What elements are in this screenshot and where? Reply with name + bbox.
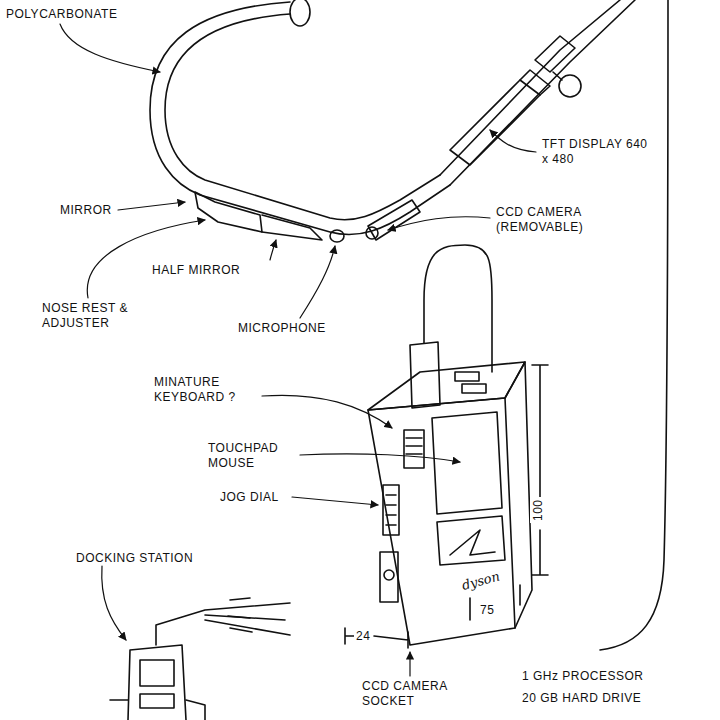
lens-half-mirror xyxy=(262,215,322,240)
dimension-label: 24 xyxy=(354,628,372,645)
jog-dial-lines xyxy=(386,495,396,525)
lens-mirror xyxy=(195,192,262,232)
part-label: 1 GHz PROCESSOR xyxy=(520,668,646,685)
touchpad-lines xyxy=(406,438,422,454)
leader xyxy=(262,395,392,428)
port-1 xyxy=(455,372,479,381)
part-label: MICROPHONE xyxy=(236,320,328,337)
device-front xyxy=(368,398,515,645)
leader xyxy=(60,24,160,72)
part-label: JOG DIAL xyxy=(218,489,281,506)
dimension-label: 100 xyxy=(530,497,547,523)
brand-mark: dyson xyxy=(458,567,504,596)
tft-display-edge xyxy=(520,70,550,95)
device-button-slot xyxy=(380,552,398,602)
arm-knob xyxy=(559,75,581,97)
frame-outer xyxy=(150,2,450,235)
arm xyxy=(440,0,635,185)
jog-dial xyxy=(383,485,399,535)
leader xyxy=(300,246,335,318)
device-side xyxy=(505,362,532,628)
part-label: HALF MIRROR xyxy=(150,262,242,279)
leader xyxy=(292,497,378,505)
device-button xyxy=(384,570,394,580)
port-2 xyxy=(462,384,486,393)
leader xyxy=(388,217,490,230)
dimension-label: 75 xyxy=(478,602,496,619)
dock-base xyxy=(110,700,205,720)
ccd-camera xyxy=(368,200,420,240)
microphone xyxy=(330,230,344,242)
part-label: CCD CAMERA (REMOVABLE) xyxy=(494,204,648,236)
dock-screen xyxy=(140,660,174,686)
device-screen xyxy=(432,412,502,514)
frame-inner xyxy=(165,14,440,220)
part-label: POLYCARBONATE xyxy=(4,6,119,23)
panel-mark xyxy=(450,530,495,555)
part-label: MIRROR xyxy=(58,202,114,219)
plug xyxy=(410,342,440,408)
part-label: TOUCHPAD MOUSE xyxy=(206,440,305,472)
dimension-24 xyxy=(345,628,408,648)
cable xyxy=(600,0,668,650)
leader xyxy=(409,652,410,676)
part-label: TFT DISPLAY 640 x 480 xyxy=(540,136,654,168)
part-label: MINATURE KEYBOARD ? xyxy=(152,374,268,406)
camera-lens xyxy=(366,227,378,239)
part-label: 20 GB HARD DRIVE xyxy=(520,690,643,707)
part-label: DOCKING STATION xyxy=(74,550,195,567)
touchpad xyxy=(404,430,424,468)
dimension-100 xyxy=(532,365,548,575)
arm-knob-stem xyxy=(553,72,562,80)
plug-loop xyxy=(424,245,492,372)
top-knob xyxy=(290,0,310,26)
part-label: NOSE REST & ADJUSTER xyxy=(40,300,154,332)
dock-wire xyxy=(156,603,290,645)
part-label: CCD CAMERA SOCKET xyxy=(360,678,474,710)
tft-display xyxy=(450,80,540,165)
leader xyxy=(490,130,536,152)
leader xyxy=(300,454,460,462)
leader xyxy=(102,566,126,640)
leader xyxy=(118,202,185,210)
dock-plugs xyxy=(228,598,252,632)
leader xyxy=(270,240,276,260)
device-panel xyxy=(437,516,505,565)
leader xyxy=(87,220,205,298)
dock-slot xyxy=(140,694,174,708)
docking-station xyxy=(128,645,186,720)
arm-block xyxy=(535,36,575,72)
